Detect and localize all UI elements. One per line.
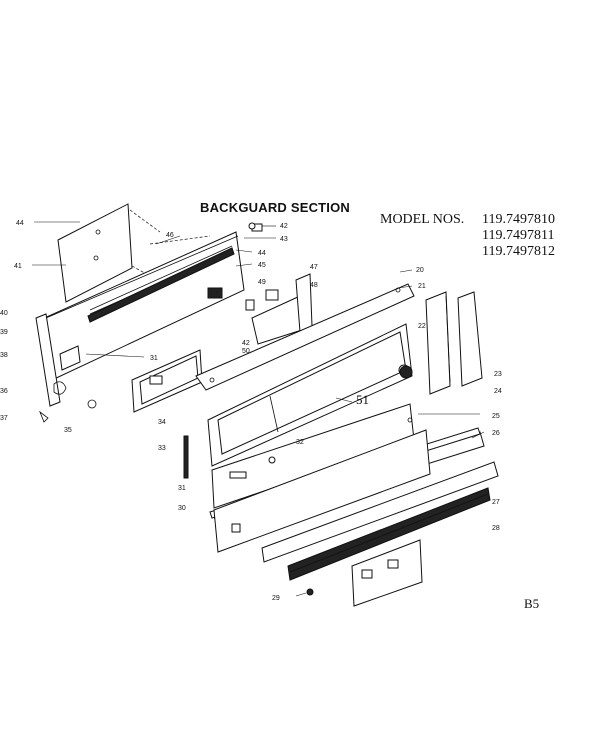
callout-29: 29	[272, 595, 280, 602]
model-number-1: 119.7497810	[482, 212, 555, 227]
lower-control-panel	[213, 429, 431, 553]
rear-cover-plate	[57, 203, 161, 303]
callout-36: 36	[0, 388, 8, 395]
model-number-3: 119.7497812	[482, 244, 555, 259]
callout-46: 46	[166, 232, 174, 239]
screw	[295, 588, 314, 597]
callout-22: 22	[418, 323, 426, 330]
callout-34: 34	[158, 419, 166, 426]
callout-38: 38	[0, 352, 8, 359]
callout-23: 23	[494, 371, 502, 378]
callout-47: 47	[310, 264, 318, 271]
clock-bezel	[131, 349, 203, 413]
callout-44-right: 44	[258, 250, 266, 257]
left-end-bracket	[35, 313, 81, 407]
model-numbers-label: MODEL NOS.	[380, 212, 465, 227]
callout-42-lower: 42	[242, 340, 250, 347]
callout-42: 42	[280, 223, 288, 230]
callout-39: 39	[0, 329, 8, 336]
right-end-cap	[425, 291, 483, 395]
model-number-2: 119.7497811	[482, 228, 555, 243]
callout-33: 33	[158, 445, 166, 452]
callout-25: 25	[492, 413, 500, 420]
callout-20: 20	[416, 267, 424, 274]
trim-strip	[261, 461, 499, 563]
callout-43: 43	[280, 236, 288, 243]
upper-trim-rail	[195, 283, 415, 391]
callout-numbers: 44 41 46 42 43 44 45 47 48 49 20 21 22 2…	[0, 220, 502, 602]
callout-28: 28	[492, 525, 500, 532]
callout-44: 44	[16, 220, 24, 227]
control-knob	[399, 365, 413, 379]
callout-51: 51	[356, 392, 369, 407]
callout-35: 35	[64, 427, 72, 434]
callout-37: 37	[0, 415, 8, 422]
callout-24: 24	[494, 388, 502, 395]
callout-31: 31	[150, 355, 158, 362]
page-code: B5	[524, 596, 540, 611]
switch-bracket	[251, 273, 313, 345]
callout-41: 41	[14, 263, 22, 270]
callout-27: 27	[492, 499, 500, 506]
terminal-block	[351, 539, 423, 607]
vertical-rod	[183, 435, 189, 479]
callout-50: 50	[242, 348, 250, 355]
callout-48: 48	[310, 282, 318, 289]
callout-45: 45	[258, 262, 266, 269]
vent-grille	[287, 487, 491, 581]
callout-26: 26	[492, 430, 500, 437]
callout-32: 32	[296, 439, 304, 446]
callout-21: 21	[418, 283, 426, 290]
callout-49: 49	[258, 279, 266, 286]
callout-31-lower: 31	[178, 485, 186, 492]
lamp-holders	[207, 223, 279, 311]
callout-40: 40	[0, 310, 8, 317]
screw-hardware	[39, 222, 276, 479]
callout-30: 30	[178, 505, 186, 512]
diagram-title: BACKGUARD SECTION	[200, 200, 351, 215]
leader-lines	[32, 221, 485, 439]
lamp-tube	[87, 247, 235, 323]
